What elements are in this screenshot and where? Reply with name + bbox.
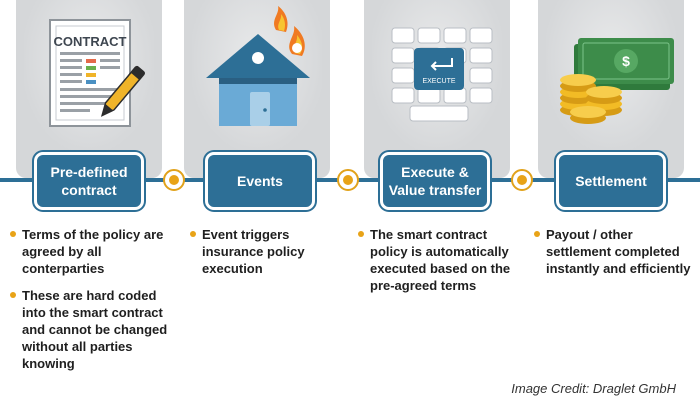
step-label: Pre-defined contract: [50, 164, 128, 198]
step-bullets-execute: The smart contract policy is automatical…: [358, 226, 528, 304]
step-card-events: [184, 0, 330, 178]
bullet-item: The smart contract policy is automatical…: [358, 226, 528, 294]
step-bullets-settlement: Payout / other settlement completed inst…: [534, 226, 694, 287]
bullet-item: These are hard coded into the smart cont…: [10, 287, 170, 372]
step-box-settlement: Settlement: [556, 152, 666, 210]
execute-key-label: EXECUTE: [422, 78, 455, 85]
house-fire-icon: [206, 6, 310, 126]
step-bullets-events: Event triggers insurance policy executio…: [190, 226, 335, 287]
pen-icon: [100, 65, 146, 117]
step-box-contract: Pre-defined contract: [34, 152, 144, 210]
contract-illustration: CONTRACT: [49, 6, 674, 127]
bill-dollar-sign: $: [622, 53, 630, 69]
timeline-connector: [337, 169, 359, 191]
image-credit: Image Credit: Draglet GmbH: [511, 381, 676, 396]
step-box-events: Events: [205, 152, 315, 210]
contract-heading: CONTRACT: [54, 34, 127, 49]
step-label: Settlement: [575, 173, 647, 189]
step-box-execute: Execute & Value transfer: [380, 152, 490, 210]
bullet-item: Event triggers insurance policy executio…: [190, 226, 335, 277]
timeline-connector: [511, 169, 533, 191]
step-bullets-contract: Terms of the policy are agreed by all co…: [10, 226, 170, 382]
money-coins-icon: $: [560, 38, 674, 124]
keyboard-icon: EXECUTE: [391, 27, 493, 122]
bullet-item: Terms of the policy are agreed by all co…: [10, 226, 170, 277]
contract-document-icon: CONTRACT: [49, 19, 131, 127]
timeline-connector: [163, 169, 185, 191]
step-label: Events: [237, 173, 283, 189]
step-label: Execute & Value transfer: [388, 164, 482, 198]
bullet-item: Payout / other settlement completed inst…: [534, 226, 694, 277]
